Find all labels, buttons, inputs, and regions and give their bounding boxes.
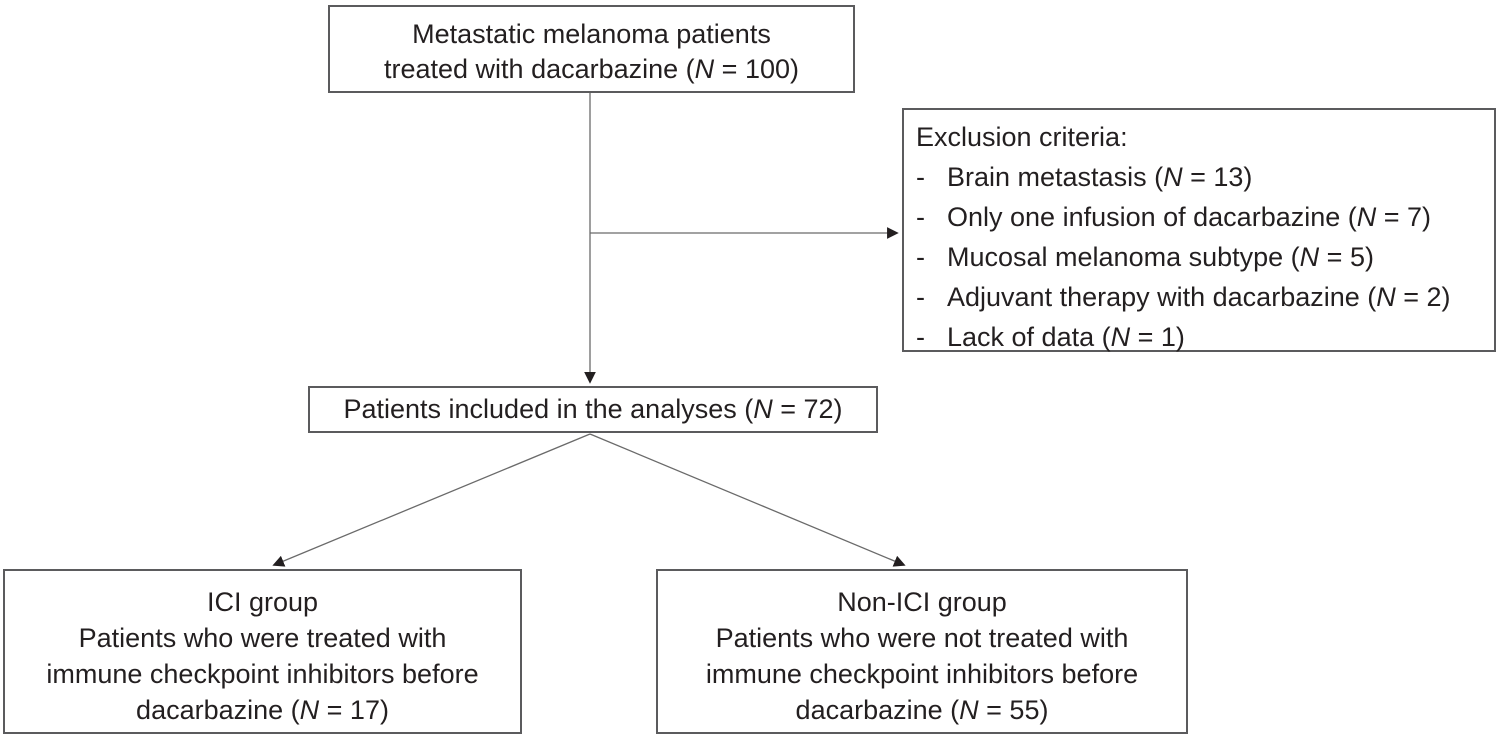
exclusion-item: - Adjuvant therapy with dacarbazine (N =…	[916, 277, 1488, 317]
exclusion-item: - Mucosal melanoma subtype (N = 5)	[916, 237, 1488, 277]
bullet-dash: -	[916, 282, 925, 312]
included-post: = 72)	[772, 394, 843, 424]
exclusion-item-text: Mucosal melanoma subtype (N = 5)	[947, 237, 1374, 277]
exclusion-item-text: Only one infusion of dacarbazine (N = 7)	[947, 197, 1431, 237]
top-line1: Metastatic melanoma patients	[412, 19, 771, 49]
connector-included-to-ici-arrow	[272, 433, 591, 567]
exclusion-title-text: Exclusion criteria:	[916, 122, 1128, 152]
box-exclusion-criteria: Exclusion criteria: - Brain metastasis (…	[902, 108, 1496, 352]
exclusion-item-pre: Adjuvant therapy with dacarbazine (	[947, 282, 1377, 312]
exclusion-item-post: = 2)	[1395, 282, 1451, 312]
exclusion-item-n-symbol: N	[1163, 162, 1183, 192]
included-pre: Patients included in the analyses (	[343, 394, 754, 424]
non-ici-group-title: Non-ICI group	[658, 584, 1186, 620]
exclusion-item-post: = 13)	[1182, 162, 1253, 192]
exclusion-item-post: = 7)	[1376, 202, 1432, 232]
exclusion-item-text: Lack of data (N = 1)	[947, 317, 1185, 357]
box-metastatic-melanoma-patients: Metastatic melanoma patients treated wit…	[328, 5, 855, 93]
ici-line4-post: = 17)	[319, 695, 389, 725]
exclusion-item-n-symbol: N	[1299, 242, 1320, 272]
exclusion-item: - Brain metastasis (N = 13)	[916, 157, 1488, 197]
exclusion-item-pre: Brain metastasis (	[947, 162, 1164, 192]
exclusion-item-text: Adjuvant therapy with dacarbazine (N = 2…	[947, 277, 1451, 317]
box-text-line: Patients who were not treated with	[658, 620, 1186, 656]
exclusion-item-pre: Mucosal melanoma subtype (	[947, 242, 1300, 272]
non-ici-line4-post: = 55)	[978, 695, 1049, 725]
non-ici-line4-pre: dacarbazine (	[795, 695, 960, 725]
bullet-dash: -	[916, 242, 925, 272]
box-ici-group: ICI group Patients who were treated with…	[3, 569, 522, 734]
non-ici-n-symbol: N	[959, 695, 979, 725]
non-ici-line3: immune checkpoint inhibitors before	[705, 659, 1139, 689]
non-ici-line2: Patients who were not treated with	[715, 623, 1129, 653]
box-text-line: dacarbazine (N = 17)	[5, 692, 520, 728]
connector-included-to-non-ici-arrow	[589, 433, 906, 567]
exclusion-item-n-symbol: N	[1376, 282, 1396, 312]
exclusion-item-pre: Only one infusion of dacarbazine (	[947, 202, 1357, 232]
ici-line1: ICI group	[206, 587, 319, 617]
top-line2-pre: treated with dacarbazine (	[384, 54, 695, 84]
box-text-line: immune checkpoint inhibitors before	[658, 656, 1186, 692]
ici-n-symbol: N	[299, 695, 320, 725]
box-patients-included: Patients included in the analyses (N = 7…	[308, 386, 878, 433]
exclusion-item: - Only one infusion of dacarbazine (N = …	[916, 197, 1488, 237]
ici-line3: immune checkpoint inhibitors before	[46, 659, 479, 689]
box-non-ici-group: Non-ICI group Patients who were not trea…	[656, 569, 1188, 734]
exclusion-item: - Lack of data (N = 1)	[916, 317, 1488, 357]
included-n-symbol: N	[753, 394, 773, 424]
non-ici-line1: Non-ICI group	[837, 587, 1007, 617]
exclusion-item-pre: Lack of data (	[947, 322, 1111, 352]
exclusion-item-post: = 1)	[1130, 322, 1185, 352]
exclusion-item-n-symbol: N	[1110, 322, 1131, 352]
bullet-dash: -	[916, 162, 925, 192]
exclusion-title: Exclusion criteria:	[916, 117, 1488, 157]
box-text-line: Patients who were treated with	[5, 620, 520, 656]
box-text-line: Metastatic melanoma patients	[330, 17, 853, 52]
ici-line4-pre: dacarbazine (	[136, 695, 300, 725]
bullet-dash: -	[916, 202, 925, 232]
box-text-line: immune checkpoint inhibitors before	[5, 656, 520, 692]
box-text-line: treated with dacarbazine (N = 100)	[330, 52, 853, 87]
ici-group-title: ICI group	[5, 584, 520, 620]
exclusion-item-text: Brain metastasis (N = 13)	[947, 157, 1252, 197]
bullet-dash: -	[916, 322, 925, 352]
exclusion-item-post: = 5)	[1319, 242, 1374, 272]
top-line2-post: = 100)	[714, 54, 799, 84]
box-text-line: dacarbazine (N = 55)	[658, 692, 1186, 728]
top-n-symbol: N	[694, 54, 715, 84]
ici-line2: Patients who were treated with	[78, 623, 447, 653]
exclusion-item-n-symbol: N	[1356, 202, 1377, 232]
